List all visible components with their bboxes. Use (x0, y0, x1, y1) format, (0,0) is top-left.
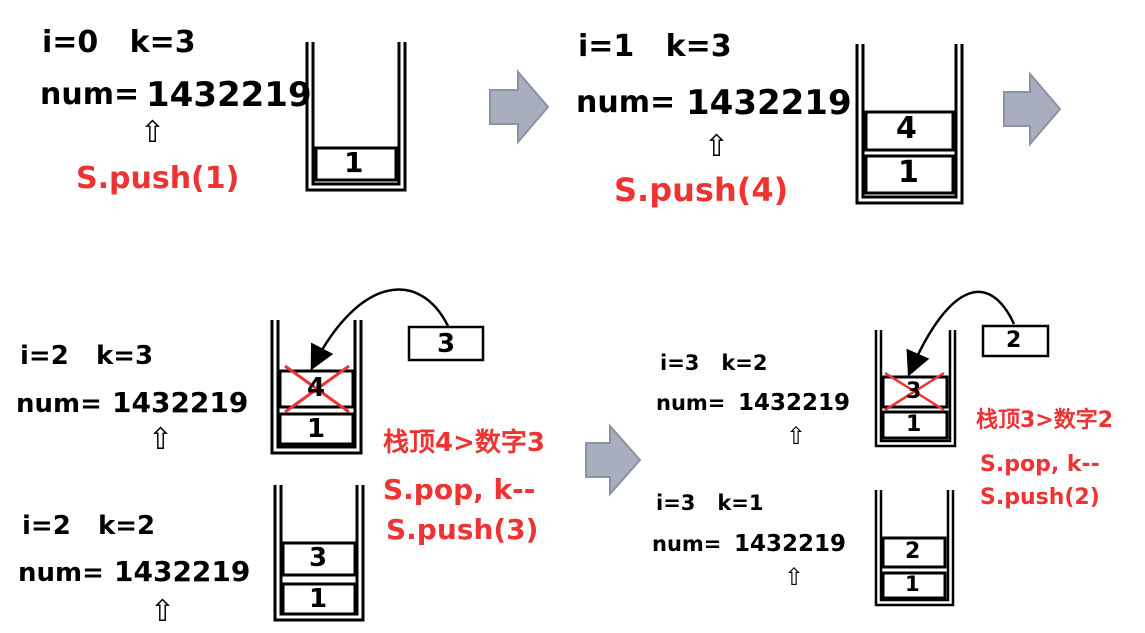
curve-arrow-1-icon (310, 288, 450, 371)
p6-num-value: 1432219 (734, 531, 847, 557)
stack-4-cell-2-label: 3 (309, 543, 328, 573)
stack-6-cell-1-label: 1 (905, 572, 920, 596)
stack-6-cell-1 (881, 571, 947, 600)
step-arrow-1-icon (489, 69, 550, 145)
stack-container-6 (874, 490, 955, 607)
stack-6-cell-2 (881, 536, 947, 569)
p5-pointer-icon: ⇧ (786, 422, 807, 450)
stack-container-5 (874, 330, 957, 448)
p2-operation: S.push(4) (614, 171, 789, 209)
incoming-box-2-label: 2 (1006, 328, 1022, 353)
p1-num-value: 1432219 (146, 75, 312, 115)
p3-iteration: i=2 k=3 (20, 341, 154, 371)
p2-pointer-icon: ⇧ (704, 129, 730, 164)
p4-num-label: num= (18, 558, 104, 588)
p1-pointer-icon: ⇧ (140, 115, 166, 150)
p4-iteration: i=2 k=2 (22, 511, 156, 541)
p3-note-compare: 栈顶4>数字3 (383, 428, 545, 458)
step-arrow-3-icon (585, 423, 642, 497)
stack-2-cell-2 (864, 110, 955, 152)
stack-3-cell-1 (278, 412, 355, 446)
stack-6-cell-2-label: 2 (905, 539, 921, 564)
p5-num-label: num= (656, 391, 726, 415)
p1-num-label: num= (40, 77, 140, 112)
p3-pointer-icon: ⇧ (148, 422, 174, 457)
stack-container-3 (270, 320, 363, 455)
stack-4-cell-1 (281, 582, 357, 616)
curve-arrow-2-icon (906, 290, 1016, 377)
p6-pointer-icon: ⇧ (784, 563, 805, 591)
stack-5-cell-1-label: 1 (906, 412, 922, 437)
stack-container-2 (855, 44, 964, 205)
p3-num-value: 1432219 (112, 386, 249, 419)
stack-container-1 (305, 42, 407, 192)
incoming-box-3 (407, 325, 485, 362)
step-arrow-2-icon (1003, 71, 1062, 147)
stack-4-cell-1-label: 1 (309, 584, 328, 614)
p5-note-push: S.push(2) (980, 485, 1100, 510)
stack-3-cell-2-label: 4 (307, 373, 326, 403)
p3-num-label: num= (16, 389, 102, 419)
p3-note-pop: S.pop, k-- (383, 473, 536, 506)
p5-note-pop: S.pop, k-- (980, 452, 1100, 477)
stack-3-cell-1-label: 1 (307, 414, 326, 444)
p1-operation: S.push(1) (76, 161, 240, 196)
p4-pointer-icon: ⇧ (150, 594, 176, 629)
p6-iteration: i=3 k=1 (656, 491, 764, 515)
p5-iteration: i=3 k=2 (660, 351, 768, 375)
p6-num-label: num= (652, 532, 722, 556)
stack-4-cell-2 (281, 541, 357, 577)
incoming-box-2 (981, 324, 1050, 358)
stack-2-cell-2-label: 4 (896, 111, 917, 146)
cross-mark-2-icon (884, 371, 945, 412)
p3-note-push: S.push(3) (386, 513, 539, 546)
stack-5-cell-1 (881, 410, 949, 440)
stack-2-cell-1 (864, 154, 955, 195)
p5-note-compare: 栈顶3>数字2 (976, 408, 1114, 433)
cross-mark-1-icon (284, 364, 350, 414)
p1-iteration: i=0 k=3 (42, 25, 196, 60)
stack-1-cell-1-label: 1 (344, 146, 364, 179)
p2-num-value: 1432219 (686, 83, 852, 123)
p2-iteration: i=1 k=3 (578, 29, 732, 64)
stack-1-cell-1 (314, 146, 398, 182)
p4-num-value: 1432219 (114, 555, 251, 588)
p5-num-value: 1432219 (738, 390, 851, 416)
stack-5-cell-2-label: 3 (906, 379, 922, 404)
p2-num-label: num= (576, 85, 676, 120)
stack-2-cell-1-label: 1 (898, 155, 919, 190)
incoming-box-3-label: 3 (437, 329, 456, 359)
